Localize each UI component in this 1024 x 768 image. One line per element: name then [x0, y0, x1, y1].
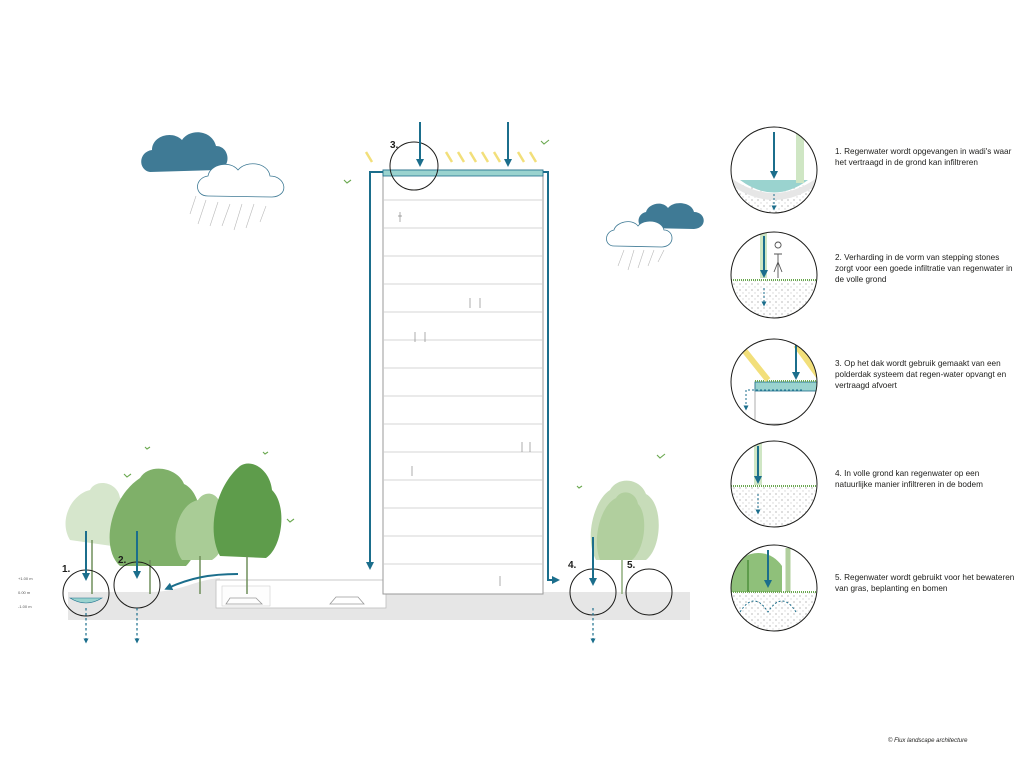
legend-item-2-text: 2. Verharding in de vorm van stepping st…	[835, 253, 1013, 284]
callout-label-3: 3.	[390, 140, 399, 151]
rain-cloud-small-icon	[606, 203, 704, 271]
copyright-credit: © Flux landscape architecture	[888, 738, 968, 744]
car-icon	[329, 596, 365, 605]
car-icon	[225, 597, 263, 605]
level-label-zero: 0.00 m	[18, 590, 31, 595]
legend-item-4-text: 4. In volle grond kan regenwater op een …	[835, 469, 983, 489]
level-label-plus-1: +1.00 m	[18, 576, 33, 581]
trees	[65, 463, 659, 594]
people-icons	[398, 212, 531, 586]
callout-label-5: 5.	[627, 560, 636, 571]
stepping-stones-icon	[731, 232, 817, 318]
ground-section	[68, 578, 690, 620]
legend-item-3-text: 3. Op het dak wordt gebruik gemaakt van …	[835, 359, 1007, 390]
callout-circle-5	[625, 568, 673, 616]
callout-label-1: 1.	[62, 564, 71, 575]
callout-label-2: 2.	[118, 555, 127, 566]
polder-roof	[382, 169, 544, 177]
wadi-water	[68, 597, 104, 604]
high-rise-building	[364, 151, 544, 595]
callout-circle-3	[389, 141, 439, 191]
rain-cloud-large-icon	[141, 132, 285, 231]
legend-item-1-text: 1. Regenwater wordt opgevangen in wadi's…	[835, 147, 1012, 167]
wadi-infiltration-icon	[731, 127, 817, 213]
callout-label-4: 4.	[568, 560, 577, 571]
rainwater-flow-arrows	[82, 122, 597, 590]
legend-item-5-text: 5. Regenwater wordt gebruikt voor het be…	[835, 573, 1015, 593]
birds	[123, 139, 666, 523]
level-label-minus-1: -1.00 m	[18, 604, 32, 609]
